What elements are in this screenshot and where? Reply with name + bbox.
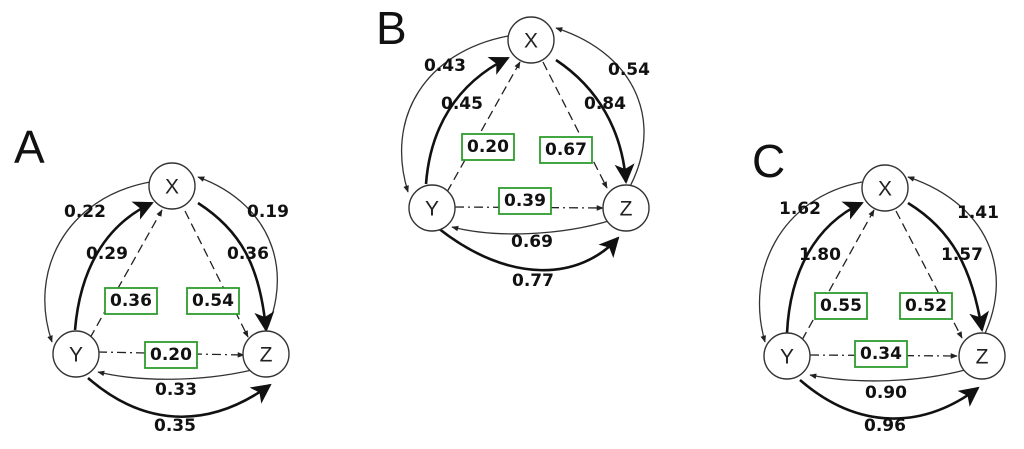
box-yx [104,287,158,315]
node-x [861,164,909,212]
box-label-yx: 0.20 [467,137,509,157]
dashed-arrow-y-to-x [801,209,875,341]
panel-letter: A [14,121,45,173]
box-yx [814,292,868,320]
outer-arc-x-to-y [400,35,509,193]
label-inner-xz: 0.36 [227,244,269,264]
box-label-yz: 0.39 [504,191,546,211]
box-label-yz: 0.34 [860,344,902,364]
dashdot-arrow-y-to-z [454,205,604,211]
node-x [507,16,555,64]
panel-a: A X Y Z 0.22 0.19 0.35 0.29 0.36 0.33 0.… [14,121,290,436]
box-label-xz: 0.67 [545,140,587,160]
label-outer-left: 0.22 [64,202,106,222]
node-y-label: Y [780,346,794,369]
outer-arc-x-to-y [758,181,863,343]
label-outer-bottom: 0.35 [154,416,196,436]
label-outer-bottom: 0.77 [512,271,554,291]
box-yz [498,187,552,215]
node-x-label: X [165,176,179,199]
label-outer-right: 0.54 [608,60,650,80]
label-outer-left: 1.62 [779,199,821,219]
label-inner-zy: 0.90 [865,383,907,403]
box-yz [144,341,198,369]
node-z [958,332,1006,380]
dashdot-arrow-y-to-z [97,351,245,358]
box-xz [899,292,953,320]
node-z [602,184,650,232]
node-y-label: Y [69,344,83,367]
outer-arc-y-to-z [87,377,272,418]
label-inner-zy: 0.69 [511,232,553,252]
box-label-yx: 0.55 [820,296,862,316]
inner-arc-y-to-x [424,56,510,185]
label-inner-xz: 0.84 [584,94,626,114]
node-y [763,332,811,380]
label-outer-right: 1.41 [957,203,999,223]
node-x-label: X [524,30,538,53]
label-outer-right: 0.19 [247,202,289,222]
dashdot-arrow-y-to-z [809,353,958,359]
node-y-label: Y [425,198,439,221]
panel-c: C X Y Z 1.62 1.41 0.96 1.80 1.57 0.90 0.… [752,135,1006,436]
inner-arc-y-to-x [785,201,864,334]
dashed-arrow-x-to-z [184,210,249,338]
panel-letter: C [752,135,785,187]
outer-arc-y-to-z [799,379,980,420]
label-inner-zy: 0.33 [155,380,197,400]
inner-arc-z-to-y [97,369,253,380]
inner-arc-x-to-z [197,201,275,332]
label-outer-left: 0.43 [424,56,466,76]
outer-arc-x-to-y [44,181,151,343]
node-z-label: Z [976,346,989,369]
panel-b: B X Y Z 0.43 0.54 0.77 0.45 0.84 0.69 0.… [376,2,650,291]
node-z [242,330,290,378]
label-inner-yx: 0.29 [86,244,128,264]
node-x-label: X [878,178,892,201]
inner-arc-y-to-x [73,201,154,331]
inner-arc-z-to-y [809,369,966,382]
inner-arc-x-to-z [555,58,635,184]
label-outer-bottom: 0.96 [864,416,906,436]
box-yz [854,340,908,368]
node-z-label: Z [260,344,273,367]
box-label-yz: 0.20 [150,345,192,365]
box-xz [539,136,593,164]
box-xz [186,287,240,315]
box-label-xz: 0.54 [192,291,234,311]
node-x [148,162,196,210]
inner-arc-z-to-y [451,219,613,235]
node-z-label: Z [620,198,633,221]
outer-arc-z-to-x [555,27,645,201]
inner-arc-x-to-z [907,201,990,332]
label-inner-yx: 1.80 [799,245,841,265]
label-inner-yx: 0.45 [441,94,483,114]
panel-letter: B [376,2,407,54]
outer-arc-y-to-z [437,226,620,272]
dashed-arrow-y-to-x [446,61,521,193]
dashed-arrow-y-to-x [89,209,163,339]
label-inner-xz: 1.57 [941,245,983,265]
node-y [408,184,456,232]
node-y [52,330,100,378]
box-yx [461,133,515,161]
dashed-arrow-x-to-z [542,61,608,189]
box-label-yx: 0.36 [110,291,152,311]
box-label-xz: 0.52 [905,296,947,316]
